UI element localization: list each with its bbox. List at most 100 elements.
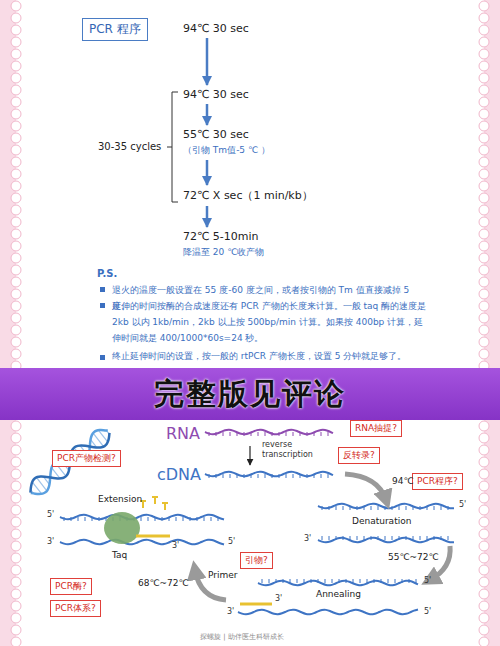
lace-scallop bbox=[479, 181, 489, 191]
step-text: 55℃ 30 sec（引物 Tm值-5 ℃ ） bbox=[183, 128, 270, 157]
lace-scallop bbox=[479, 157, 489, 167]
base-tick bbox=[399, 536, 400, 540]
base-tick bbox=[321, 432, 322, 436]
lace-scallop bbox=[11, 565, 21, 575]
base-tick bbox=[321, 474, 322, 478]
base-tick bbox=[244, 432, 245, 436]
dna-strand bbox=[238, 610, 418, 615]
lace-scallop bbox=[479, 337, 489, 347]
lace-scallop bbox=[479, 325, 489, 335]
base-tick bbox=[343, 506, 344, 510]
label: 3' bbox=[275, 594, 282, 603]
paper-panel bbox=[16, 0, 484, 646]
lace-scallop bbox=[479, 349, 489, 359]
lace-scallop bbox=[479, 313, 489, 323]
lace-scallop bbox=[11, 241, 21, 251]
node-text: PCR体系? bbox=[55, 602, 96, 615]
lace-scallop bbox=[11, 97, 21, 107]
lace-scallop bbox=[11, 313, 21, 323]
lace-scallop bbox=[11, 445, 21, 455]
base-tick bbox=[223, 432, 224, 436]
bullet bbox=[100, 303, 105, 308]
label: 30-35 cycles bbox=[98, 141, 161, 152]
base-tick bbox=[402, 579, 403, 583]
flow-arrow bbox=[206, 206, 209, 227]
label: 5' bbox=[424, 607, 431, 616]
node-text: 94℃ 30 sec bbox=[183, 88, 249, 101]
lace-scallop bbox=[11, 625, 21, 635]
base-tick bbox=[392, 536, 393, 540]
base-tick bbox=[441, 536, 442, 540]
base-tick bbox=[293, 474, 294, 478]
label: 探螺旋 | 助伴医生科研成长 bbox=[200, 632, 284, 642]
base-tick bbox=[392, 506, 393, 510]
base-tick bbox=[162, 517, 163, 521]
question-box: RNA抽提? bbox=[350, 420, 402, 437]
lace-scallop bbox=[11, 553, 21, 563]
lace-scallop bbox=[11, 589, 21, 599]
lace-scallop bbox=[11, 85, 21, 95]
lace-scallop bbox=[479, 25, 489, 35]
label: 5' bbox=[424, 576, 431, 585]
lace-scallop bbox=[11, 493, 21, 503]
base-tick bbox=[265, 474, 266, 478]
lace-scallop bbox=[11, 457, 21, 467]
base-tick bbox=[420, 506, 421, 510]
step-text: 94℃ 30 sec bbox=[183, 88, 249, 101]
lace-scallop bbox=[11, 637, 21, 646]
base-tick bbox=[427, 506, 428, 510]
lace-border bbox=[11, 1, 489, 646]
title-box: PCR 程序 bbox=[82, 18, 148, 41]
lace-scallop bbox=[11, 133, 21, 143]
label: 3' bbox=[47, 537, 54, 546]
base-tick bbox=[336, 536, 337, 540]
free-nucleotides bbox=[140, 496, 168, 510]
lace-scallop bbox=[11, 121, 21, 131]
base-tick bbox=[371, 506, 372, 510]
bullet bbox=[100, 287, 105, 292]
base-tick bbox=[329, 506, 330, 510]
base-tick bbox=[279, 474, 280, 478]
lace-scallop bbox=[11, 73, 21, 83]
lace-scallop bbox=[479, 445, 489, 455]
cycle-arrow bbox=[430, 546, 450, 580]
base-tick bbox=[336, 506, 337, 510]
node-text: 引物? bbox=[245, 554, 268, 567]
base-tick bbox=[251, 474, 252, 478]
base-tick bbox=[353, 579, 354, 583]
base-tick bbox=[385, 506, 386, 510]
base-tick bbox=[258, 474, 259, 478]
lace-scallop bbox=[11, 181, 21, 191]
base-tick bbox=[314, 474, 315, 478]
primer-strand bbox=[240, 603, 272, 606]
lace-scallop bbox=[11, 505, 21, 515]
base-tick bbox=[300, 432, 301, 436]
lace-scallop bbox=[11, 109, 21, 119]
bullet bbox=[100, 355, 105, 360]
base-tick bbox=[357, 536, 358, 540]
lace-scallop bbox=[479, 505, 489, 515]
lace-scallop bbox=[11, 517, 21, 527]
lace-scallop bbox=[11, 265, 21, 275]
base-tick bbox=[237, 474, 238, 478]
cycle-arrow bbox=[345, 474, 386, 500]
base-tick bbox=[286, 432, 287, 436]
lace-scallop bbox=[479, 133, 489, 143]
base-tick bbox=[343, 536, 344, 540]
lace-scallop bbox=[11, 337, 21, 347]
base-tick bbox=[350, 506, 351, 510]
label: Denaturation bbox=[352, 516, 411, 526]
lace-scallop bbox=[11, 481, 21, 491]
base-tick bbox=[314, 432, 315, 436]
lace-scallop bbox=[11, 13, 21, 23]
flow-arrow bbox=[206, 160, 209, 185]
base-tick bbox=[218, 517, 219, 521]
base-tick bbox=[258, 432, 259, 436]
lace-scallop bbox=[11, 277, 21, 287]
base-tick bbox=[190, 517, 191, 521]
lace-scallop bbox=[479, 565, 489, 575]
base-tick bbox=[223, 474, 224, 478]
base-tick bbox=[85, 517, 86, 521]
node-text: RNA抽提? bbox=[355, 422, 397, 435]
lace-scallop bbox=[479, 625, 489, 635]
